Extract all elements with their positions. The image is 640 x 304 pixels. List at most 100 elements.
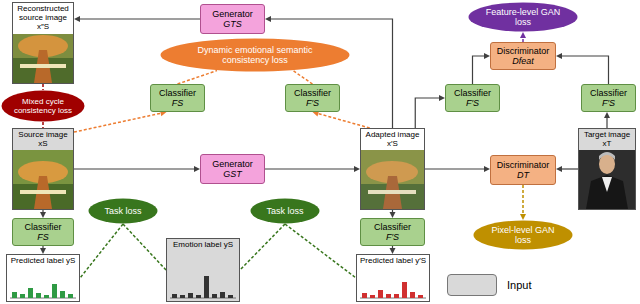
chart-bar <box>36 293 41 298</box>
chart-bar <box>180 295 185 298</box>
photo <box>599 152 615 160</box>
photo <box>579 129 635 209</box>
ellipse-text-holder: Mixed cycle consistency loss <box>12 97 74 115</box>
connector-line <box>178 71 218 84</box>
connector-line <box>293 71 313 84</box>
chart-axis <box>170 298 236 299</box>
ellipse-shape <box>161 39 350 72</box>
node-text: Emotion label yS <box>167 239 239 251</box>
photo <box>13 129 73 209</box>
connector <box>40 246 46 254</box>
loss-ellipse: Task loss <box>88 198 158 224</box>
connector-line <box>562 56 609 84</box>
chart-bar <box>378 290 383 298</box>
connector-line <box>425 168 484 169</box>
ellipse-text-holder: Pixel-level GAN loss <box>486 225 560 246</box>
classifier-box: ClassifierFS <box>150 84 205 112</box>
node-text: FS <box>37 232 49 242</box>
discriminator-box: DiscriminatorDfeat <box>490 42 556 70</box>
loss-ellipse: Dynamic emotional semantic consistency l… <box>160 38 350 72</box>
chart-axis <box>10 298 76 299</box>
chart-bar <box>212 294 217 298</box>
photo <box>20 190 66 194</box>
node-text: Discriminator <box>497 46 550 56</box>
arrow-head <box>265 16 271 22</box>
node-text: Mixed cycle consistency loss <box>12 97 74 115</box>
connector <box>80 224 123 278</box>
connector-line <box>42 210 43 212</box>
connector <box>265 166 360 172</box>
connector <box>604 112 610 128</box>
node-text: Predicted label y′S <box>357 255 429 267</box>
connector <box>313 111 370 128</box>
connector-line <box>562 168 578 169</box>
connector-line <box>392 210 393 212</box>
image-panel: Reconstructed source image x″S <box>12 2 74 84</box>
node-text: Classifier <box>294 88 331 98</box>
ellipse-shape <box>474 221 573 250</box>
chart-bar <box>60 291 65 298</box>
connector <box>415 95 445 128</box>
legend-text: Input <box>507 279 531 291</box>
node-text: Feature-level GAN loss <box>483 7 564 28</box>
generator-box: GeneratorGTS <box>200 4 265 34</box>
classifier-box: ClassifierF′S <box>360 218 425 246</box>
node-text: Classifier <box>24 222 61 232</box>
photo <box>368 190 416 194</box>
node-text: F′S <box>466 98 479 108</box>
loss-ellipse: Mixed cycle consistency loss <box>1 90 85 122</box>
connector-line <box>42 246 43 248</box>
node-text: Adapted image x′S <box>361 129 424 150</box>
arrow-head <box>556 166 562 172</box>
node-text: Classifier <box>159 88 196 98</box>
discriminator-box: DiscriminatorDT <box>490 155 556 185</box>
classifier-box: ClassifierFS <box>12 218 74 246</box>
ellipse-text-holder: Dynamic emotional semantic consistency l… <box>185 45 325 66</box>
image-panel: Adapted image x′S <box>360 128 425 210</box>
connector-line <box>80 18 200 19</box>
connector <box>520 185 526 220</box>
classifier-box: ClassifierF′S <box>581 84 636 112</box>
connector <box>74 16 200 22</box>
chart-bar <box>418 295 423 298</box>
node-text: Dfeat <box>512 56 534 66</box>
node-text: Classifier <box>374 222 411 232</box>
node-text: Generator <box>212 159 253 169</box>
connector-line <box>42 84 44 90</box>
chart-bar <box>188 293 193 298</box>
node-text: Discriminator <box>497 160 550 170</box>
connector <box>556 53 609 84</box>
connector-line <box>80 224 123 278</box>
connector <box>390 210 396 218</box>
connector-line <box>123 224 166 270</box>
connector-line <box>392 246 393 248</box>
node-text: DT <box>517 170 529 180</box>
node-text: Classifier <box>454 88 491 98</box>
connector-line <box>522 185 524 214</box>
connector <box>520 32 526 42</box>
connector <box>178 71 218 84</box>
loss-ellipse: Feature-level GAN loss <box>468 2 578 32</box>
photo <box>20 64 66 68</box>
node-text: F′S <box>602 98 615 108</box>
arrow-head <box>520 214 526 220</box>
connector-line <box>240 224 285 270</box>
node-text: Target image xT <box>579 129 635 150</box>
node-text: Reconstructed source image x″S <box>13 3 73 34</box>
chart-bar <box>386 294 391 298</box>
label-chart-box: Predicted label y′S <box>356 254 430 302</box>
connector <box>473 53 491 84</box>
connector-line <box>606 118 607 128</box>
chart-bar <box>196 295 201 298</box>
connector <box>123 224 166 270</box>
node-text: FS <box>172 98 184 108</box>
arrow-head <box>556 53 562 59</box>
connector <box>74 110 167 132</box>
node-text: Pixel-level GAN loss <box>486 225 560 246</box>
ellipse-shape <box>469 3 578 32</box>
node-text: Predicted label yS <box>7 255 79 267</box>
node-text: GST <box>223 169 242 179</box>
connector <box>265 16 393 128</box>
connector <box>425 166 490 172</box>
